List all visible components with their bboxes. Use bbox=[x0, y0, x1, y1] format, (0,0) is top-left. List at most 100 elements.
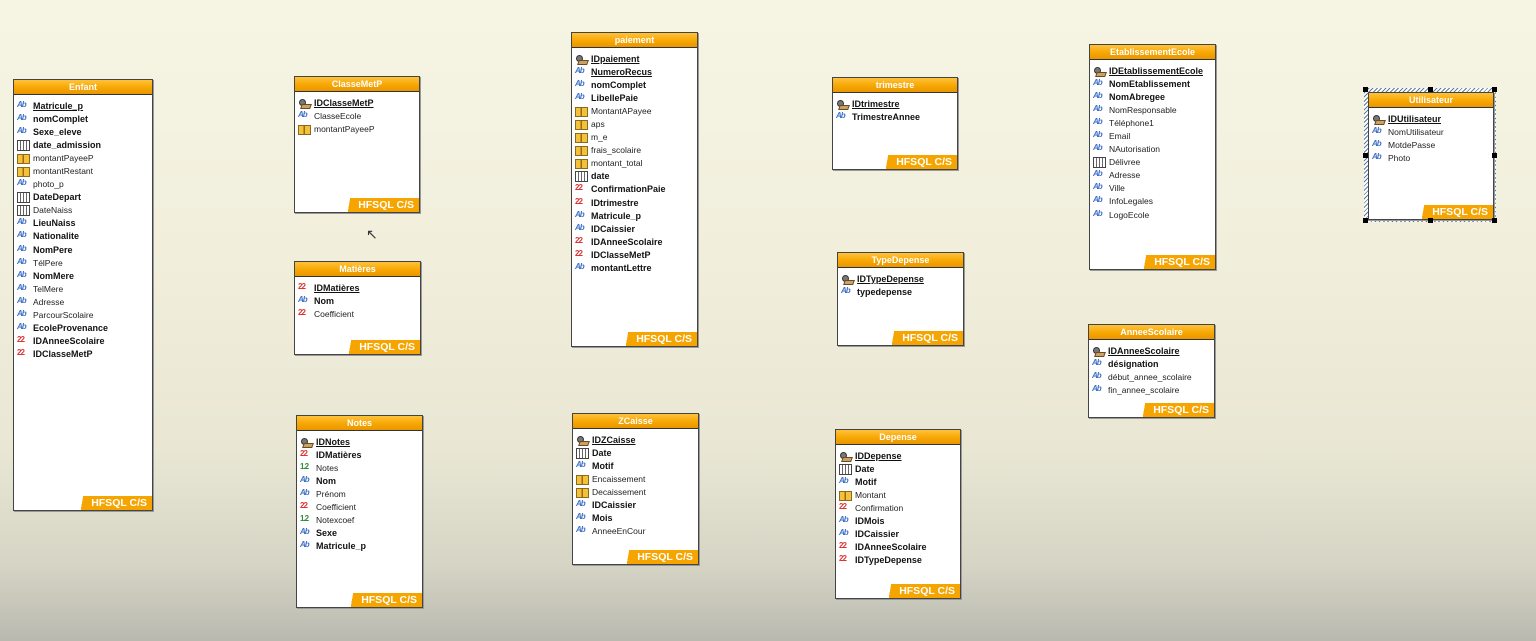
table-field[interactable]: InfoLegales bbox=[1093, 195, 1215, 208]
table-field[interactable]: ParcourScolaire bbox=[17, 309, 152, 322]
table-field[interactable]: LieuNaiss bbox=[17, 217, 152, 230]
table-matieres[interactable]: MatièresIDMatièresNomCoefficientHFSQL C/… bbox=[294, 261, 421, 355]
table-field[interactable]: aps bbox=[575, 117, 697, 131]
table-zcaisse[interactable]: ZCaisseIDZCaisseDateMotifEncaissementDec… bbox=[572, 413, 699, 565]
table-field[interactable]: IDUtilisateur bbox=[1372, 112, 1493, 125]
resize-handle[interactable] bbox=[1428, 218, 1433, 223]
table-field[interactable]: IDCaissier bbox=[575, 222, 697, 235]
table-field[interactable]: début_annee_scolaire bbox=[1092, 370, 1214, 383]
table-field[interactable]: IDEtablissementEcole bbox=[1093, 64, 1215, 77]
table-field[interactable]: IDMatières bbox=[300, 448, 422, 461]
table-field[interactable]: date bbox=[575, 170, 697, 183]
table-anneescolaire[interactable]: AnneeScolaireIDAnneeScolairedésignationd… bbox=[1088, 324, 1215, 418]
table-enfant[interactable]: EnfantMatricule_pnomCompletSexe_elevedat… bbox=[13, 79, 153, 511]
resize-handle[interactable] bbox=[1363, 153, 1368, 158]
table-title[interactable]: Notes bbox=[297, 416, 422, 431]
table-field[interactable]: montantPayeeP bbox=[17, 151, 152, 164]
resize-handle[interactable] bbox=[1363, 218, 1368, 223]
table-field[interactable]: frais_scolaire bbox=[575, 144, 697, 157]
table-field[interactable]: Motif bbox=[839, 475, 960, 488]
table-field[interactable]: MontantAPayee bbox=[575, 104, 697, 117]
table-field[interactable]: Matricule_p bbox=[300, 540, 422, 553]
table-typedepense[interactable]: TypeDepenseIDTypeDepensetypedepenseHFSQL… bbox=[837, 252, 964, 346]
table-field[interactable]: TélPere bbox=[17, 256, 152, 269]
table-field[interactable]: IDMatières bbox=[298, 281, 420, 294]
table-field[interactable]: IDClasseMetP bbox=[575, 248, 697, 261]
table-field[interactable]: Ville bbox=[1093, 182, 1215, 195]
table-field[interactable]: IDMois bbox=[839, 514, 960, 527]
resize-handle[interactable] bbox=[1492, 218, 1497, 223]
table-field[interactable]: NomAbregee bbox=[1093, 90, 1215, 103]
table-field[interactable]: IDClasseMetP bbox=[17, 348, 152, 361]
table-field[interactable]: IDDepense bbox=[839, 449, 960, 462]
table-field[interactable]: NomEtablissement bbox=[1093, 77, 1215, 90]
table-field[interactable]: Coefficient bbox=[300, 500, 422, 513]
table-title[interactable]: ClasseMetP bbox=[295, 77, 419, 92]
table-field[interactable]: montantPayeeP bbox=[298, 122, 419, 135]
table-etablissement[interactable]: EtablissementEcoleIDEtablissementEcoleNo… bbox=[1089, 44, 1216, 270]
table-field[interactable]: montantRestant bbox=[17, 164, 152, 178]
table-title[interactable]: AnneeScolaire bbox=[1089, 325, 1214, 340]
table-field[interactable]: nomComplet bbox=[17, 112, 152, 125]
table-trimestre[interactable]: trimestreIDtrimestreTrimestreAnneeHFSQL … bbox=[832, 77, 958, 170]
table-field[interactable]: Decaissement bbox=[576, 485, 698, 498]
table-field[interactable]: Date bbox=[576, 446, 698, 459]
table-field[interactable]: ConfirmationPaie bbox=[575, 183, 697, 196]
table-field[interactable]: IDAnneeScolaire bbox=[17, 335, 152, 348]
resize-handle[interactable] bbox=[1428, 87, 1433, 92]
table-field[interactable]: IDTypeDepense bbox=[839, 554, 960, 567]
table-field[interactable]: typedepense bbox=[841, 285, 963, 298]
table-title[interactable]: TypeDepense bbox=[838, 253, 963, 268]
table-classemetp[interactable]: ClasseMetPIDClasseMetPClasseEcolemontant… bbox=[294, 76, 420, 213]
table-field[interactable]: NumeroRecus bbox=[575, 65, 697, 78]
table-field[interactable]: montant_total bbox=[575, 157, 697, 170]
table-field[interactable]: IDZCaisse bbox=[576, 433, 698, 446]
table-field[interactable]: nomComplet bbox=[575, 78, 697, 91]
table-field[interactable]: IDCaissier bbox=[839, 528, 960, 541]
table-title[interactable]: Utilisateur bbox=[1369, 93, 1493, 108]
table-field[interactable]: Encaissement bbox=[576, 472, 698, 485]
table-field[interactable]: LogoEcole bbox=[1093, 208, 1215, 221]
table-field[interactable]: NAutorisation bbox=[1093, 143, 1215, 156]
table-field[interactable]: Photo bbox=[1372, 151, 1493, 164]
table-field[interactable]: Délivree bbox=[1093, 156, 1215, 169]
table-field[interactable]: Sexe bbox=[300, 527, 422, 540]
table-field[interactable]: date_admission bbox=[17, 138, 152, 151]
table-field[interactable]: Sexe_eleve bbox=[17, 125, 152, 138]
table-field[interactable]: MotdePasse bbox=[1372, 138, 1493, 151]
table-field[interactable]: Téléphone1 bbox=[1093, 116, 1215, 129]
table-field[interactable]: Nom bbox=[300, 474, 422, 487]
table-field[interactable]: IDAnneeScolaire bbox=[575, 235, 697, 248]
table-field[interactable]: IDTypeDepense bbox=[841, 272, 963, 285]
table-utilisateur[interactable]: UtilisateurIDUtilisateurNomUtilisateurMo… bbox=[1368, 92, 1494, 220]
table-field[interactable]: Matricule_p bbox=[575, 209, 697, 222]
table-field[interactable]: IDtrimestre bbox=[836, 97, 957, 110]
table-field[interactable]: NomUtilisateur bbox=[1372, 125, 1493, 138]
table-field[interactable]: m_e bbox=[575, 131, 697, 144]
table-field[interactable]: IDAnneeScolaire bbox=[839, 541, 960, 554]
table-field[interactable]: Nationalite bbox=[17, 230, 152, 243]
table-title[interactable]: Enfant bbox=[14, 80, 152, 95]
table-field[interactable]: fin_annee_scolaire bbox=[1092, 383, 1214, 396]
table-field[interactable]: IDtrimestre bbox=[575, 196, 697, 209]
table-field[interactable]: TelMere bbox=[17, 282, 152, 295]
table-field[interactable]: Montant bbox=[839, 488, 960, 501]
table-field[interactable]: montantLettre bbox=[575, 262, 697, 275]
table-field[interactable]: NomMere bbox=[17, 269, 152, 282]
table-field[interactable]: DateDepart bbox=[17, 191, 152, 204]
table-title[interactable]: Matières bbox=[295, 262, 420, 277]
table-field[interactable]: IDNotes bbox=[300, 435, 422, 448]
table-notes[interactable]: NotesIDNotesIDMatièresNotesNomPrénomCoef… bbox=[296, 415, 423, 608]
table-field[interactable]: AnneeEnCour bbox=[576, 525, 698, 538]
resize-handle[interactable] bbox=[1492, 153, 1497, 158]
table-field[interactable]: Matricule_p bbox=[17, 99, 152, 112]
table-field[interactable]: Email bbox=[1093, 129, 1215, 142]
resize-handle[interactable] bbox=[1492, 87, 1497, 92]
table-field[interactable]: photo_p bbox=[17, 178, 152, 191]
table-title[interactable]: EtablissementEcole bbox=[1090, 45, 1215, 60]
table-field[interactable]: Adresse bbox=[17, 295, 152, 308]
resize-handle[interactable] bbox=[1363, 87, 1368, 92]
table-field[interactable]: Prénom bbox=[300, 487, 422, 500]
table-paiement[interactable]: paiementIDpaiementNumeroRecusnomCompletL… bbox=[571, 32, 698, 347]
table-field[interactable]: ClasseEcole bbox=[298, 109, 419, 122]
